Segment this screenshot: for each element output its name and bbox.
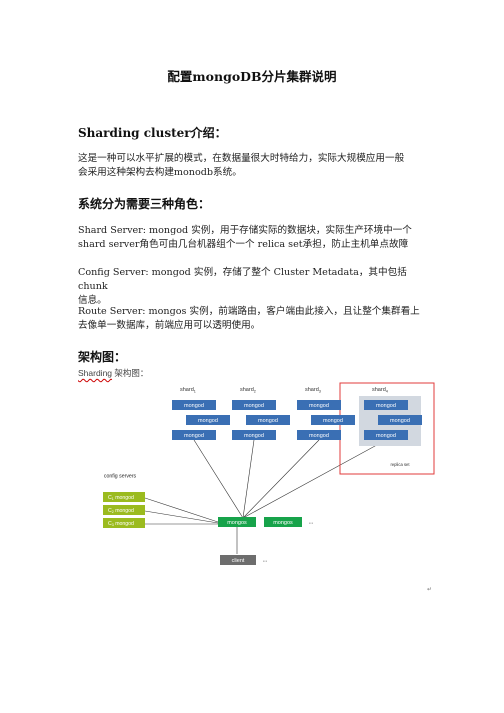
mongod-node [297,400,341,410]
client-group: client... [220,555,268,565]
intro-line-2: 会采用这种架构去构建monodb系统。 [78,167,242,178]
config-server-label: C3 mongod [108,521,134,527]
replica-set-label: replica set [390,462,410,467]
config-server-label: C2 mongod [108,508,134,514]
mongod-node-label: mongod [376,433,396,439]
config-paragraph: Config Server: mongod 实例，存储了整个 Cluster M… [78,266,430,308]
config-server-node [103,492,145,502]
shard-label: shard2 [240,387,256,394]
mongos-node [264,517,302,527]
section-heading-architecture: 架构图： [78,350,127,364]
mongod-node [232,430,276,440]
route-line-2: 去像单一数据库，前端应用可以透明使用。 [78,320,261,331]
mongos-node [218,517,256,527]
route-paragraph: Route Server: mongos 实例，前端路由，客户端由此接入，且让整… [78,305,430,333]
replica-set-border [339,382,435,475]
intro-line-1: 这是一种可以水平扩展的模式，在数据量很大时特给力，实际大规模应用一般 [78,153,405,164]
route-line-1: Route Server: mongos 实例，前端路由，客户端由此接入，且让整… [78,306,420,317]
mongod-node-label: mongod [244,403,264,409]
figure-caption-word: Sharding [78,368,113,378]
shard-label: shard4 [372,387,388,394]
shard-label: shard1 [180,387,196,394]
config-connector [144,497,219,523]
client-ellipsis: ... [262,558,267,564]
mongod-node [186,415,230,425]
page-title: 配置mongoDB分片集群说明 [167,69,337,84]
mongod-node-label: mongod [184,433,204,439]
mongod-node-label: mongod [198,418,218,424]
mongod-node-label: mongod [323,418,343,424]
mongod-node-label: mongod [258,418,278,424]
mongod-node [172,400,216,410]
config-server-node [103,518,145,528]
mongod-node-label: mongod [390,418,410,424]
mongod-node-label: mongod [244,433,264,439]
config-servers-title: config servers [104,473,137,479]
shard-connector [242,439,255,519]
mongod-node [297,430,341,440]
config-line-1: Config Server: mongod 实例，存储了整个 Cluster M… [78,267,407,292]
shard-line-2: shard server角色可由几台机器组个一个 relica set承担，防止… [78,239,409,250]
shard-line-1: Shard Server: mongod 实例，用于存储实际的数据块，实际生产环… [78,225,412,236]
client-node-label: client [232,558,245,564]
diagram-connectors [144,439,387,554]
mongod-node [172,430,216,440]
mongod-node-label: mongod [376,403,396,409]
config-connector [144,510,219,524]
mongod-node [364,400,408,410]
shard-connector [193,439,244,519]
figure-caption-rest: 架构图： [112,368,149,378]
client-node [220,555,256,565]
section-heading-roles: 系统分为需要三种角色： [78,197,211,211]
paragraph-mark: ↵ [427,587,433,593]
shard-connector [242,439,320,519]
architecture-diagram: replica set shard1mongodmongodmongodshar… [103,382,435,565]
figure-caption: Sharding 架构图： [78,367,148,379]
mongod-node [232,400,276,410]
section-heading-intro: Sharding cluster介绍： [78,126,227,140]
config-line-2: 信息。 [78,295,107,306]
mongod-node-label: mongod [184,403,204,409]
mongod-node-label: mongod [309,433,329,439]
shard-label: shard3 [305,387,321,394]
config-server-node [103,505,145,515]
intro-paragraph: 这是一种可以水平扩展的模式，在数据量很大时特给力，实际大规模应用一般 会采用这种… [78,152,430,180]
shard-connector [242,439,387,519]
mongod-node [311,415,355,425]
shard-paragraph: Shard Server: mongod 实例，用于存储实际的数据块，实际生产环… [78,224,430,252]
shard-groups: shard1 mongod mongod mongod shard2 mongod mong… [172,387,422,440]
mongos-node-label: mongos [273,520,293,526]
config-servers-group: config servers C1 mongod C2 mongod C3 mongo… [103,473,145,528]
mongod-node [364,430,408,440]
mongod-node [378,415,422,425]
mongod-node [246,415,290,425]
mongod-node-label: mongod [309,403,329,409]
replica-set-group: replica set [339,382,435,475]
mongos-group: mongos mongos... [218,517,314,527]
mongos-ellipsis: ... [308,520,313,526]
mongos-node-label: mongos [227,520,247,526]
config-server-label: C1 mongod [108,495,134,501]
